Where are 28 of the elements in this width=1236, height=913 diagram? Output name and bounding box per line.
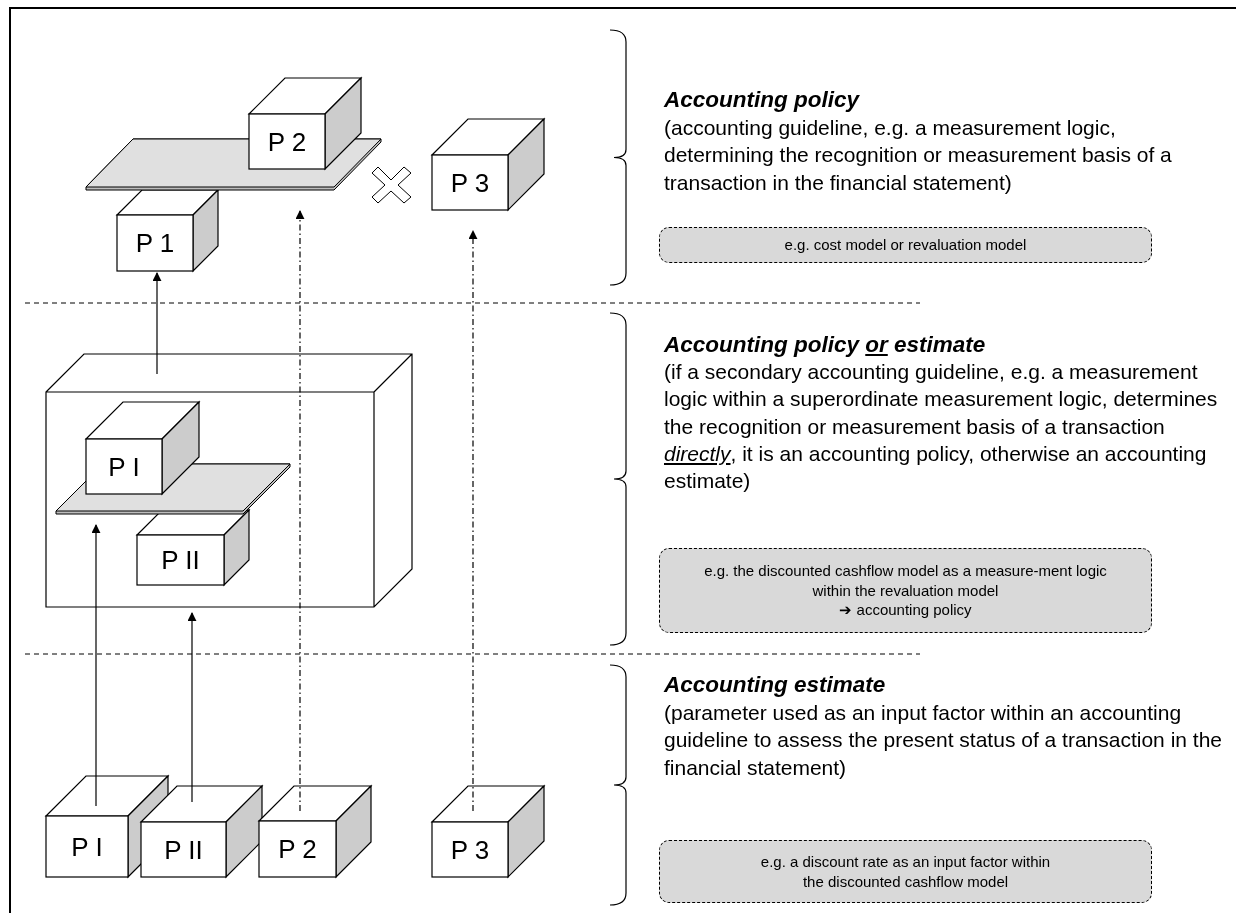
section-description: (if a secondary accounting guideline, e.g. a measurement logic within a superordinate measurement logic, determines the recognition or measurement basis of a transaction directly, it is an accounting policy, otherwise an accounting estimate) (664, 359, 1219, 495)
arrow (187, 612, 197, 803)
example-box (659, 548, 1152, 633)
example-text: e.g. a discount rate as an input factor within the discounted cashflow model (759, 852, 1052, 891)
example-box (659, 227, 1152, 263)
cube-label: P 3 (449, 169, 491, 196)
section-description: (accounting guideline, e.g. a measurement logic, determining the recognition or measurement basis of a transaction in the financial statement) (664, 115, 1173, 196)
cube-label: P I (107, 453, 141, 480)
section-heading: Accounting estimate (664, 671, 887, 698)
section-heading: Accounting policy (664, 86, 861, 113)
example-text: e.g. the discounted cashflow model as a measure-ment logic within the revaluation model (703, 561, 1108, 601)
cube-label: P 1 (134, 230, 176, 256)
cube-label: P 3 (449, 836, 491, 863)
section-heading: Accounting policy or estimate (664, 331, 987, 358)
cube-label: P II (160, 547, 201, 573)
arrow (152, 272, 162, 375)
section-description: (parameter used as an input factor within an accounting guideline to assess the present status of a transaction in the financial statement) (664, 700, 1223, 781)
arrow (91, 524, 101, 807)
cube-label: P 2 (266, 128, 308, 155)
example-text: e.g. cost model or revaluation model (784, 235, 1027, 255)
cube-label: P II (163, 836, 204, 863)
cube-label: P 2 (277, 836, 318, 862)
arrow (295, 210, 305, 812)
example-box (659, 840, 1152, 903)
cube-label: P I (70, 833, 104, 860)
example-text: ➔ accounting policy (839, 600, 972, 620)
box-drawing (46, 354, 412, 607)
arrow (468, 230, 478, 812)
